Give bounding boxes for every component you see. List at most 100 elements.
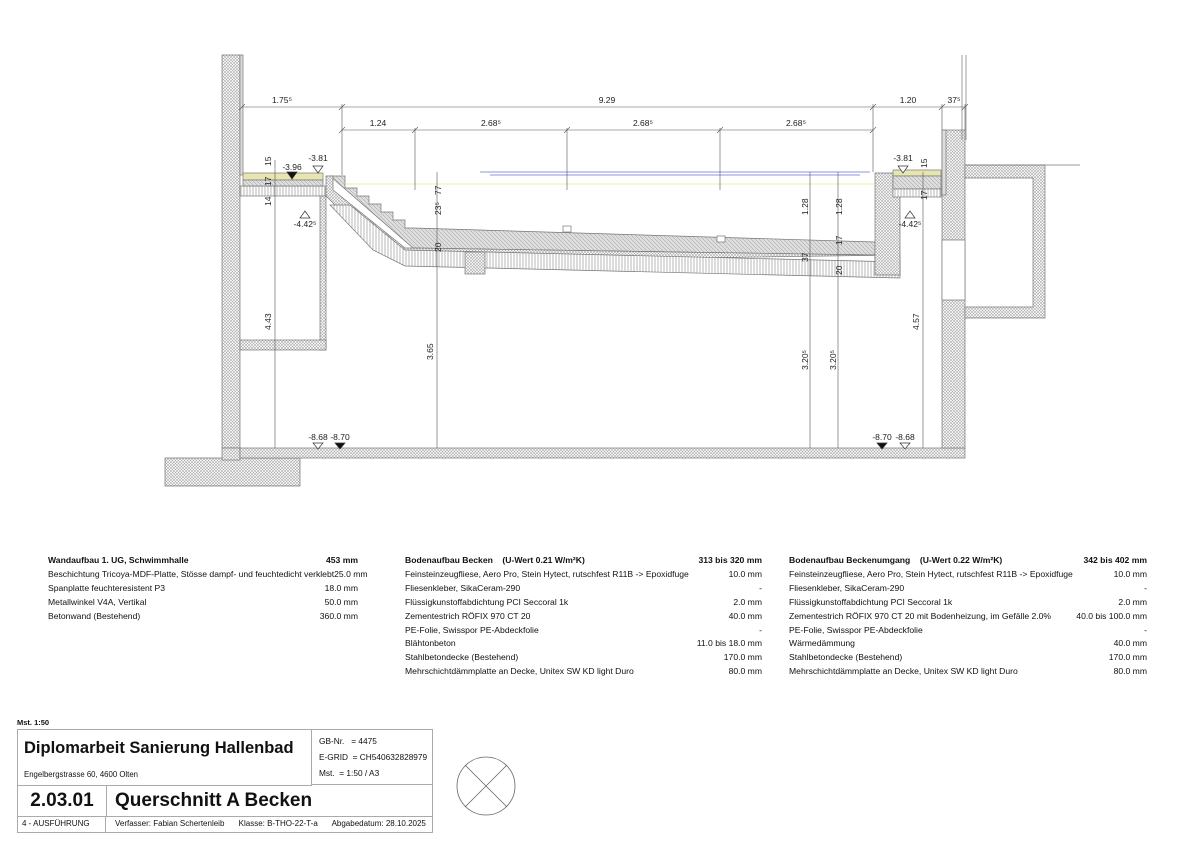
svg-text:23⁵: 23⁵ [433, 202, 443, 215]
layer-value: 80.0 mm [728, 666, 762, 677]
plot-info: GB-Nr. = 4475 E-GRID = CH540632828979 Ms… [311, 730, 432, 785]
layer-value: - [1144, 582, 1147, 593]
table-row: Zementestrich RÖFIX 970 CT 20 mit Bodenh… [789, 610, 1147, 624]
layer-value: 40.0 mm [1113, 638, 1147, 649]
level-open-icon [299, 210, 311, 219]
plan-number: 2.03.01 [18, 785, 107, 817]
right-room [964, 164, 1046, 319]
layer-name: Stahlbetondecke (Bestehend) [789, 652, 903, 663]
layer-value: 10.0 mm [728, 568, 762, 579]
svg-text:37: 37 [800, 252, 810, 262]
layer-name: Flüssigkunstoffabdichtung PCI Seccoral 1… [789, 596, 953, 607]
layer-name: Mehrschichtdämmplatte an Decke, Unitex S… [789, 666, 1018, 677]
svg-text:2.68⁵: 2.68⁵ [633, 118, 653, 128]
egrid: E-GRID = CH540632828979 [319, 752, 428, 762]
layer-value: - [759, 582, 762, 593]
left-wall-lining [239, 54, 244, 176]
table-title: Wandaufbau 1. UG, Schwimmhalle [48, 555, 189, 565]
dimension-labels-top: 1.75⁵ 9.29 1.20 37⁵ 1.24 2.68⁵ 2.68⁵ 2.6… [272, 95, 961, 128]
svg-text:77: 77 [433, 185, 443, 195]
layer-name: Blähtonbeton [405, 638, 456, 649]
level-filled-icon [334, 442, 346, 450]
svg-text:20: 20 [834, 265, 844, 275]
layer-name: PE-Folie, Swisspor PE-Abdeckfolie [789, 624, 923, 635]
svg-text:4.57: 4.57 [911, 313, 921, 330]
table-row: Fliesenkleber, SikaCeram-290 - [789, 582, 1147, 596]
svg-text:3.20⁵: 3.20⁵ [828, 350, 838, 370]
table-row: Fliesenkleber, SikaCeram-290 - [405, 582, 762, 596]
gb-nr: GB-Nr. = 4475 [319, 736, 377, 746]
svg-text:2.68⁵: 2.68⁵ [786, 118, 806, 128]
layer-value: 40.0 bis 100.0 mm [1076, 610, 1147, 621]
right-wall-lining [941, 129, 947, 196]
layer-name: Metallwinkel V4A, Vertikal [48, 596, 147, 607]
table-row: Stahlbetondecke (Bestehend) 170.0 mm [789, 651, 1147, 665]
table-row: Stahlbetondecke (Bestehend) 170.0 mm [405, 651, 762, 665]
layer-value: 10.0 mm [1113, 568, 1147, 579]
pool-beam [464, 251, 486, 275]
layer-name: Flüssigkunstoffabdichtung PCI Seccoral 1… [405, 596, 569, 607]
svg-text:3.65: 3.65 [425, 343, 435, 360]
svg-text:-4.42⁵: -4.42⁵ [294, 219, 317, 229]
right-floor-finish [892, 169, 942, 177]
layer-name: Spanplatte feuchteresistent P3 [48, 582, 166, 593]
pool-surround-buildup-table: Bodenaufbau Beckenumgang (U-Wert 0.22 W/… [789, 554, 1147, 679]
layer-value: 170.0 mm [723, 652, 762, 663]
project-phase: 4 - AUSFÜHRUNG [18, 816, 106, 833]
layer-value: 2.0 mm [1118, 596, 1147, 607]
project-cell: Diplomarbeit Sanierung Hallenbad Engelbe… [18, 730, 312, 786]
layer-value: 170.0 mm [1108, 652, 1147, 663]
table-row: Feinsteinzeugfliese, Aero Pro, Stein Hyt… [405, 568, 762, 582]
table-row: Flüssigkunstoffabdichtung PCI Seccoral 1… [789, 596, 1147, 610]
layer-name: PE-Folie, Swisspor PE-Abdeckfolie [405, 624, 539, 635]
class: Klasse: B-THO-22-T-a [238, 819, 318, 828]
svg-text:1.24: 1.24 [370, 118, 387, 128]
layer-value: - [759, 624, 762, 635]
svg-text:17: 17 [263, 176, 273, 186]
scale: Mst. = 1:50 / A3 [319, 768, 380, 778]
pool-joint [716, 235, 726, 243]
svg-text:-3.81: -3.81 [893, 153, 913, 163]
table-total: 453 mm [325, 555, 358, 565]
right-floor-screed [892, 175, 942, 190]
facade-line [961, 55, 1080, 166]
layer-value: 80.0 mm [1113, 666, 1147, 677]
left-room-slab [239, 339, 327, 351]
level-open-icon [897, 165, 909, 174]
table-row: PE-Folie, Swisspor PE-Abdeckfolie - [405, 624, 762, 638]
pool-steps [329, 175, 876, 256]
layer-value: 2.0 mm [733, 596, 762, 607]
layer-name: Feinsteinzeugfliese, Aero Pro, Stein Hyt… [789, 568, 1073, 579]
layer-value: 360.0 mm [319, 610, 358, 621]
author: Verfasser: Fabian Schertenleib [115, 819, 225, 828]
left-foundation [164, 457, 301, 487]
layer-name: Stahlbetondecke (Bestehend) [405, 652, 519, 663]
svg-text:-8.70: -8.70 [872, 432, 892, 442]
svg-text:1.20: 1.20 [900, 95, 917, 105]
level-labels: -3.96 -3.81 -4.42⁵ -3.81 -4.42⁵ -8.68 -8… [282, 153, 921, 442]
layer-value: 11.0 bis 18.0 mm [696, 638, 762, 649]
svg-text:9.29: 9.29 [599, 95, 616, 105]
left-room-wall [319, 195, 327, 351]
svg-text:-8.68: -8.68 [308, 432, 328, 442]
level-filled-icon [876, 442, 888, 450]
svg-text:17: 17 [834, 235, 844, 245]
layer-value: 25.0 mm [334, 568, 368, 579]
svg-text:15: 15 [919, 158, 929, 168]
plan-title: Querschnitt A Becken [106, 785, 432, 817]
level-open-icon [312, 165, 324, 174]
svg-text:-4.42⁵: -4.42⁵ [899, 219, 922, 229]
level-open-icon [904, 210, 916, 219]
table-total: 313 bis 320 mm [698, 555, 762, 565]
layer-name: Fliesenkleber, SikaCeram-290 [405, 582, 521, 593]
pool-floor-buildup-table: Bodenaufbau Becken (U-Wert 0.21 W/m²K)31… [405, 554, 762, 679]
layer-name: Fliesenkleber, SikaCeram-290 [789, 582, 905, 593]
project-address: Engelbergstrasse 60, 4600 Olten [24, 770, 138, 779]
svg-text:17: 17 [919, 190, 929, 200]
svg-text:1.28: 1.28 [800, 198, 810, 215]
left-floor-screed [242, 179, 324, 187]
project-name: Diplomarbeit Sanierung Hallenbad [24, 739, 294, 757]
